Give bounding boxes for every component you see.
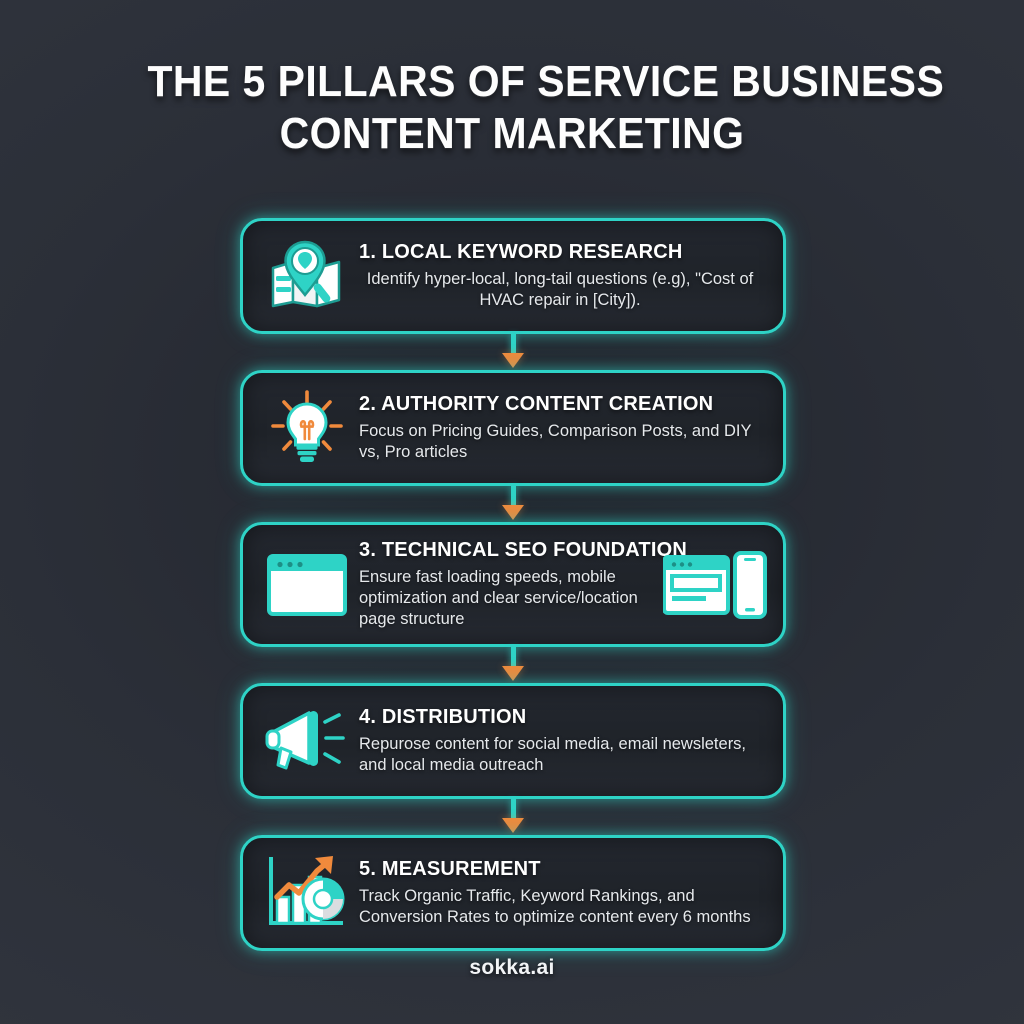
pillar-card-1-body: 1. LOCAL KEYWORD RESEARCH Identify hyper… [353, 241, 767, 311]
connector-arrow-1 [240, 334, 786, 370]
pillar-card-3-body: 3. TECHNICAL SEO FOUNDATION Ensure fast … [353, 539, 688, 630]
pillar-card-2[interactable]: 2. AUTHORITY CONTENT CREATION Focus on P… [240, 370, 786, 486]
megaphone-icon [261, 700, 353, 782]
pillar-card-5-description: Track Organic Traffic, Keyword Rankings,… [359, 887, 751, 926]
connector-stem [510, 799, 516, 819]
down-arrow-icon [502, 505, 524, 520]
connector-stem [510, 486, 516, 506]
down-arrow-icon [502, 818, 524, 833]
pillar-card-4-body: 4. DISTRIBUTION Repurose content for soc… [353, 706, 767, 776]
pillar-card-4-description: Repurose content for social media, email… [359, 735, 747, 774]
pillar-card-2-body: 2. AUTHORITY CONTENT CREATION Focus on P… [353, 393, 767, 463]
connector-arrow-2 [240, 486, 786, 522]
pillar-card-1-description: Identify hyper-local, long-tail question… [366, 270, 754, 309]
pillar-card-1-title: 1. LOCAL KEYWORD RESEARCH [359, 241, 683, 263]
pillar-card-3[interactable]: 3. TECHNICAL SEO FOUNDATION Ensure fast … [240, 522, 786, 647]
brand-name: sokka.ai [469, 956, 555, 979]
bar-chart-growth-icon [261, 852, 353, 934]
map-pin-icon [261, 235, 353, 317]
pillar-card-5[interactable]: 5. MEASUREMENT Track Organic Traffic, Ke… [240, 835, 786, 951]
pillar-card-2-title: 2. AUTHORITY CONTENT CREATION [359, 393, 714, 415]
page-title-line-1: THE 5 PILLARS OF SERVICE BUSINESS [147, 57, 945, 106]
page-title-line-2: CONTENT MARKETING [279, 109, 745, 158]
connector-arrow-3 [240, 647, 786, 683]
pillar-card-4[interactable]: 4. DISTRIBUTION Repurose content for soc… [240, 683, 786, 799]
down-arrow-icon [502, 666, 524, 681]
connector-stem [510, 334, 516, 354]
lightbulb-icon [261, 387, 353, 469]
browser-window-icon [261, 544, 353, 626]
pillar-card-5-title: 5. MEASUREMENT [359, 858, 541, 880]
connector-arrow-4 [240, 799, 786, 835]
connector-stem [510, 647, 516, 667]
pillar-card-1[interactable]: 1. LOCAL KEYWORD RESEARCH Identify hyper… [240, 218, 786, 334]
page-title: THE 5 PILLARS OF SERVICE BUSINESS CONTEN… [0, 56, 1024, 160]
pillar-card-3-description: Ensure fast loading speeds, mobile optim… [359, 568, 638, 628]
responsive-devices-icon [661, 548, 767, 622]
pillar-card-2-description: Focus on Pricing Guides, Comparison Post… [359, 422, 752, 461]
footer: sokka.ai [0, 956, 1024, 980]
pillar-card-5-body: 5. MEASUREMENT Track Organic Traffic, Ke… [353, 858, 767, 928]
pillar-card-4-title: 4. DISTRIBUTION [359, 706, 527, 728]
pillars-flow: 1. LOCAL KEYWORD RESEARCH Identify hyper… [240, 218, 786, 951]
pillar-card-3-title: 3. TECHNICAL SEO FOUNDATION [359, 539, 688, 561]
down-arrow-icon [502, 353, 524, 368]
